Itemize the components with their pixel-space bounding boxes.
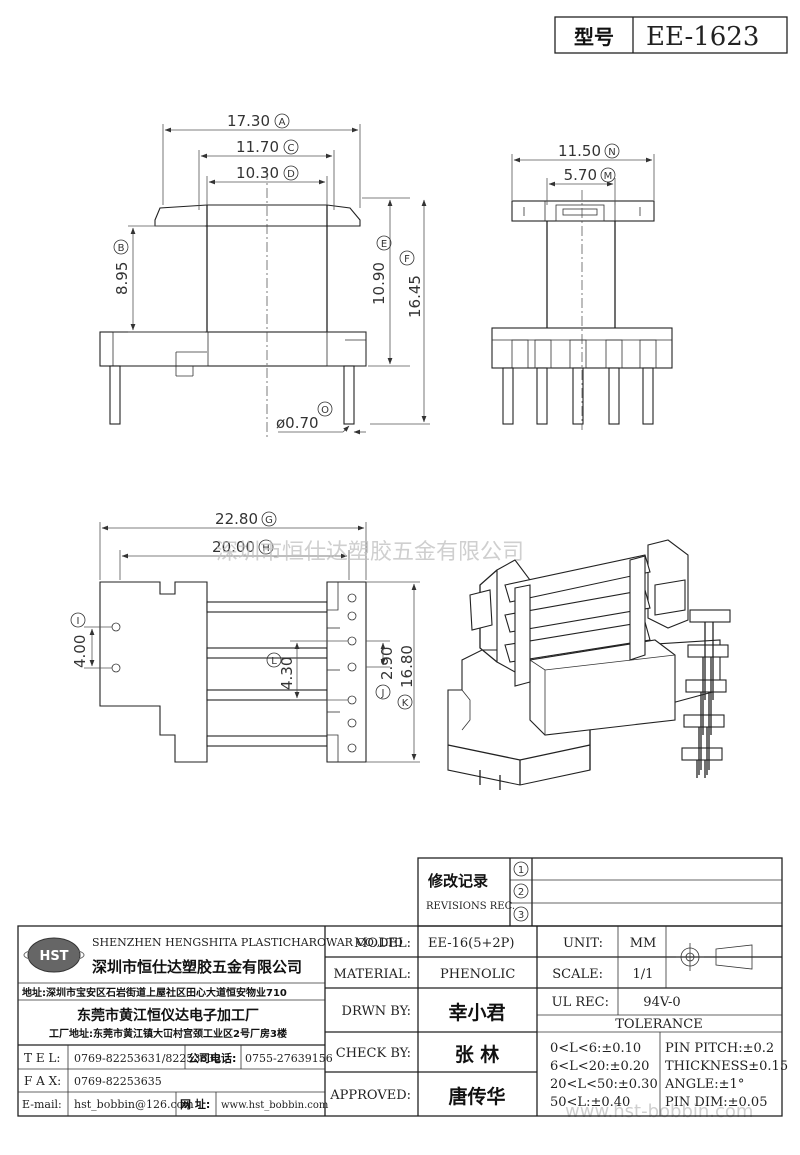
watermark-top: 深圳市恒仕达塑胶五金有限公司 — [216, 540, 524, 565]
revisions-title: 修改记录 — [427, 872, 488, 890]
dim-k: 16.80 — [398, 645, 416, 688]
company-address: 地址:深圳市宝安区石岩街道上屋社区田心大道恒安物业710 — [22, 986, 287, 999]
dim-i-mark: I — [77, 616, 80, 627]
dim-b-mark: B — [118, 243, 125, 254]
dim-m-mark: M — [604, 171, 613, 182]
front-view — [99, 124, 430, 440]
tolerance-row-1: 0<L<6:±0.10 — [550, 1041, 641, 1056]
dim-j: 2.90 — [378, 647, 396, 680]
tel-label: T E L: — [24, 1051, 60, 1065]
dim-c: 11.70 — [236, 138, 279, 156]
title-block: MODEL: EE-16(5+2P) UNIT: MM MATERIAL: PH… — [17, 925, 788, 1117]
dim-d-mark: D — [287, 169, 295, 180]
dim-m: 5.70 — [564, 166, 597, 184]
dim-h-mark: H — [262, 543, 270, 554]
side-view — [491, 154, 673, 430]
drawn-value: 幸小君 — [448, 1002, 505, 1024]
company-name-en: SHENZHEN HENGSHITA PLASTICHAROWAR CO.,LT… — [92, 936, 403, 949]
header-label: 型号 — [574, 25, 614, 49]
revision-1: 1 — [518, 865, 524, 876]
company-name-cn: 深圳市恒仕达塑胶五金有限公司 — [92, 958, 302, 976]
tel-value: 0769-82253631/82253632 — [74, 1052, 221, 1065]
dim-h: 20.00 — [212, 538, 255, 556]
phone-label: 公司电话: — [188, 1051, 236, 1065]
drawn-label: DRWN BY: — [342, 1004, 411, 1019]
dim-o: ø0.70 — [276, 414, 319, 432]
revision-3: 3 — [518, 910, 524, 921]
dim-j-mark: J — [381, 688, 385, 699]
dim-c-mark: C — [288, 143, 295, 154]
projection-symbol-icon — [676, 943, 753, 971]
dim-f-mark: F — [404, 254, 410, 265]
revisions-title-en: REVISIONS REC. — [426, 901, 515, 912]
scale-value: 1/1 — [633, 967, 654, 982]
dim-g: 22.80 — [215, 510, 258, 528]
factory-name: 东莞市黄江恒仪达电子加工厂 — [77, 1007, 259, 1024]
dim-d: 10.30 — [236, 164, 279, 182]
top-view — [84, 522, 420, 763]
dim-a: 17.30 — [227, 112, 270, 130]
header-box: 型号 EE-1623 — [554, 16, 788, 54]
dim-i: 4.00 — [71, 635, 89, 668]
tolerance-right-3: ANGLE:±1° — [664, 1077, 744, 1092]
unit-label: UNIT: — [563, 936, 603, 951]
dimension-labels: 17.30 A 11.70 C 10.30 D B 8.95 E 10.90 F… — [70, 112, 620, 710]
fax-value: 0769-82253635 — [74, 1075, 162, 1088]
dim-l-mark: L — [271, 656, 277, 667]
unit-value: MM — [630, 936, 657, 951]
ul-label: UL REC: — [552, 995, 609, 1010]
tolerance-row-2: 6<L<20:±0.20 — [550, 1059, 649, 1074]
dim-a-mark: A — [279, 117, 286, 128]
ul-value: 94V-0 — [643, 995, 680, 1010]
model-value: EE-16(5+2P) — [428, 936, 514, 951]
dim-g-mark: G — [265, 515, 273, 526]
material-label: MATERIAL: — [334, 967, 411, 982]
tolerance-right-4: PIN DIM:±0.05 — [665, 1095, 767, 1110]
material-value: PHENOLIC — [440, 967, 515, 982]
model-label: MODEL: — [354, 936, 411, 951]
factory-address: 工厂地址:东莞市黄江镇大冚村宫颈工业区2号厂房3楼 — [49, 1027, 287, 1040]
email-value: hst_bobbin@126.com — [74, 1098, 194, 1111]
dim-n-mark: N — [608, 147, 615, 158]
tolerance-row-3: 20<L<50:±0.30 — [550, 1077, 658, 1092]
approved-label: APPROVED: — [329, 1088, 411, 1103]
header-model-no: EE-1623 — [646, 22, 759, 52]
fax-label: F A X: — [24, 1074, 61, 1088]
approved-value: 唐传华 — [448, 1085, 505, 1108]
dim-e: 10.90 — [370, 262, 388, 305]
scale-label: SCALE: — [552, 967, 603, 982]
dim-o-mark: O — [321, 405, 329, 416]
dim-l: 4.30 — [278, 657, 296, 690]
dim-e-mark: E — [381, 239, 387, 250]
company-logo: HST — [23, 937, 85, 973]
logo-text: HST — [39, 949, 68, 964]
tolerance-title: TOLERANCE — [615, 1017, 702, 1032]
dim-b: 8.95 — [113, 262, 131, 295]
dim-n: 11.50 — [558, 142, 601, 160]
watermark-bottom: www.hst-bobbin.com — [565, 1101, 753, 1122]
web-value: www.hst_bobbin.com — [221, 1100, 329, 1111]
dim-k-mark: K — [402, 698, 409, 709]
revision-2: 2 — [518, 887, 524, 898]
tolerance-right-1: PIN PITCH:±0.2 — [665, 1041, 774, 1056]
check-label: CHECK BY: — [336, 1046, 411, 1061]
web-label: 网 址: — [180, 1097, 210, 1111]
isometric-view — [447, 539, 731, 790]
tolerance-right-2: THICKNESS±0.15 — [665, 1059, 788, 1074]
email-label: E-mail: — [22, 1098, 62, 1111]
phone-value: 0755-27639156 — [245, 1052, 333, 1065]
dim-f: 16.45 — [406, 275, 424, 318]
check-value: 张 林 — [455, 1043, 500, 1066]
tolerance-row-4: 50<L:±0.40 — [550, 1095, 630, 1110]
revisions-block: 修改记录 REVISIONS REC. 1 2 3 — [417, 857, 783, 927]
